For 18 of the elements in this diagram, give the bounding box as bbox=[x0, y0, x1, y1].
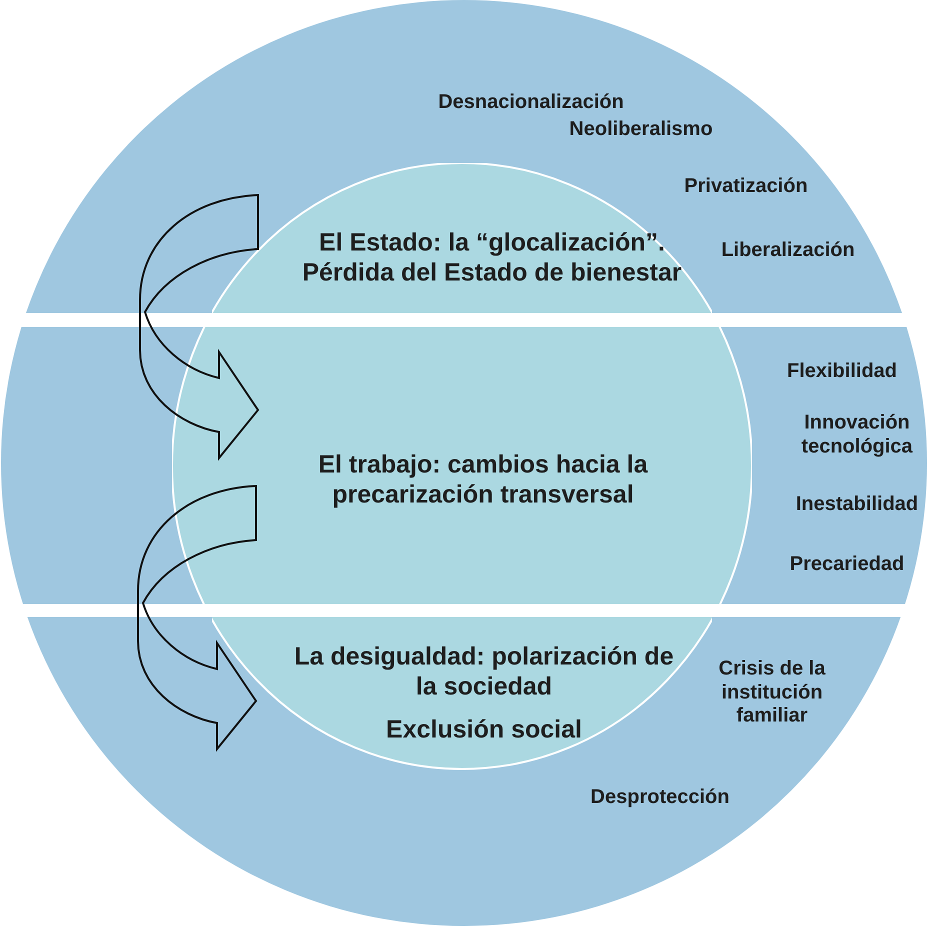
factor-label: Desprotección bbox=[590, 786, 730, 810]
factor-label: Neoliberalismo bbox=[568, 118, 714, 142]
factor-label: Privatización bbox=[683, 175, 809, 199]
factor-label: Flexibilidad bbox=[786, 360, 898, 384]
topic-label: El trabajo: cambios hacia la precarización transversal bbox=[317, 450, 649, 510]
factor-label: Innovación tecnológica bbox=[800, 411, 914, 459]
inner-circle-segment bbox=[172, 327, 752, 604]
topic-label: El Estado: la “glocalización”. Pérdida del Estado de bienestar bbox=[301, 228, 683, 288]
curved-arrow bbox=[137, 485, 257, 750]
factor-label: Desnacionalización bbox=[437, 91, 625, 115]
topic-label: La desigualdad: polarización de la sociedad bbox=[293, 642, 675, 702]
factor-label: Precariedad bbox=[788, 553, 906, 577]
inner-circle-segment bbox=[212, 617, 712, 770]
topic-label: Exclusión social bbox=[385, 715, 583, 745]
outer-ring-segment bbox=[27, 617, 901, 927]
curved-arrow bbox=[139, 194, 259, 459]
factor-label: Inestabilidad bbox=[794, 493, 920, 517]
factor-label: Crisis de la institución familiar bbox=[718, 658, 826, 728]
